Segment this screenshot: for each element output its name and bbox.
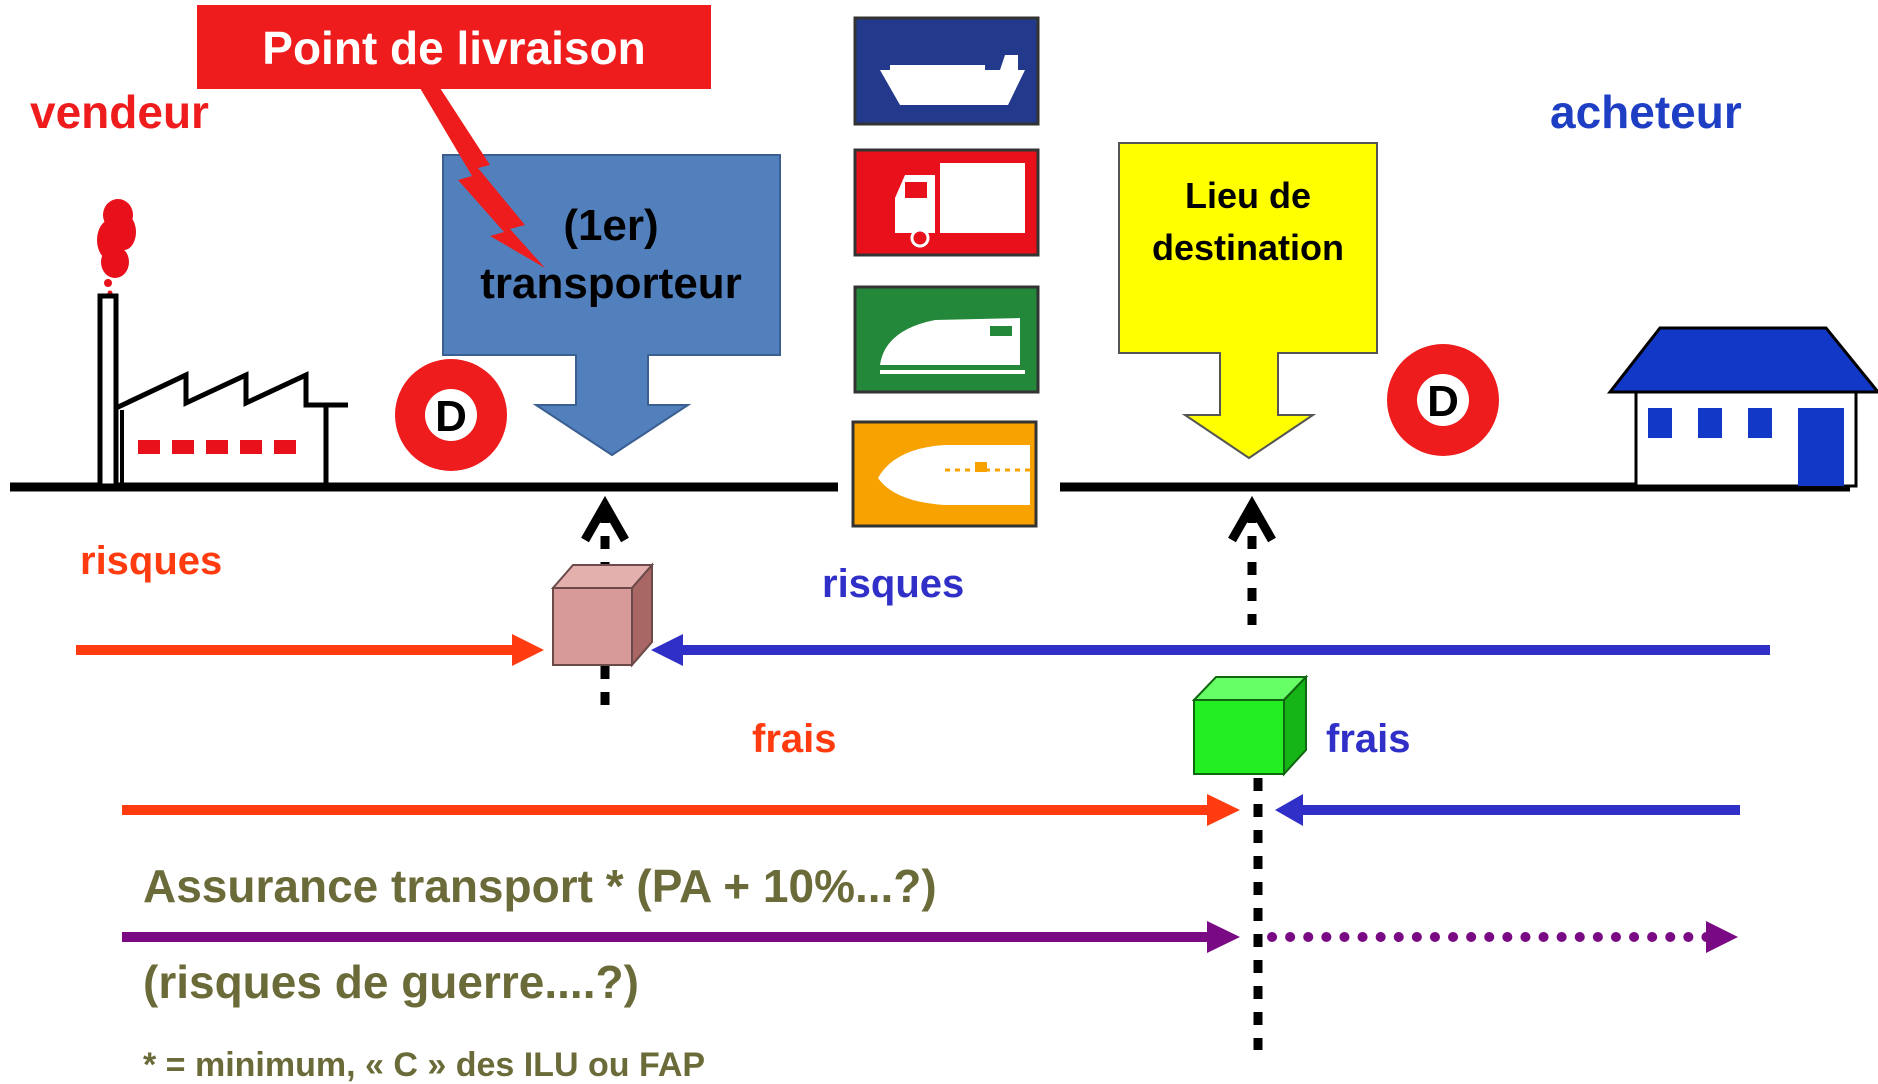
cost-seller-arrow <box>122 794 1240 826</box>
carrier-arrow-box: (1er) transporteur <box>442 154 781 457</box>
risk-buyer-arrow <box>651 634 1770 666</box>
destination-line1: Lieu de <box>1185 175 1311 216</box>
seller-label: vendeur <box>30 86 209 138</box>
risk-seller-label: risques <box>80 539 222 583</box>
delivery-point-text: Point de livraison <box>262 22 645 74</box>
cost-buyer-label: frais <box>1326 717 1411 761</box>
carrier-line1: (1er) <box>563 201 658 250</box>
d-badge-left-text: D <box>435 392 467 441</box>
buyer-label: acheteur <box>1550 86 1742 138</box>
destination-line2: destination <box>1152 227 1344 268</box>
ship-icon <box>853 16 1040 126</box>
carrier-line2: transporteur <box>480 259 742 308</box>
destination-arrow-box: Lieu de destination <box>1118 142 1378 460</box>
airplane-icon <box>851 420 1038 528</box>
cost-seller-label: frais <box>752 717 837 761</box>
risk-seller-arrow <box>76 634 544 666</box>
house-icon <box>1606 326 1878 488</box>
d-badge-right: D <box>1387 344 1499 456</box>
cost-transfer-box <box>1191 674 1309 777</box>
insurance-line1: Assurance transport * (PA + 10%...?) <box>143 860 937 912</box>
d-badge-left: D <box>395 359 507 471</box>
d-badge-right-text: D <box>1427 377 1459 426</box>
delivery-point-marker <box>581 495 629 715</box>
insurance-arrow-dotted <box>1267 921 1738 953</box>
risk-transfer-box <box>550 562 655 668</box>
risk-buyer-label: risques <box>822 562 964 606</box>
factory-icon <box>97 199 348 489</box>
train-icon <box>853 285 1040 394</box>
insurance-footnote: * = minimum, « C » des ILU ou FAP <box>143 1046 705 1084</box>
insurance-arrow-solid <box>122 921 1240 953</box>
cost-buyer-arrow <box>1275 794 1740 826</box>
delivery-point-callout: Point de livraison <box>197 5 711 268</box>
insurance-line2: (risques de guerre....?) <box>143 956 639 1008</box>
truck-icon <box>853 148 1040 257</box>
destination-marker <box>1228 495 1276 1050</box>
